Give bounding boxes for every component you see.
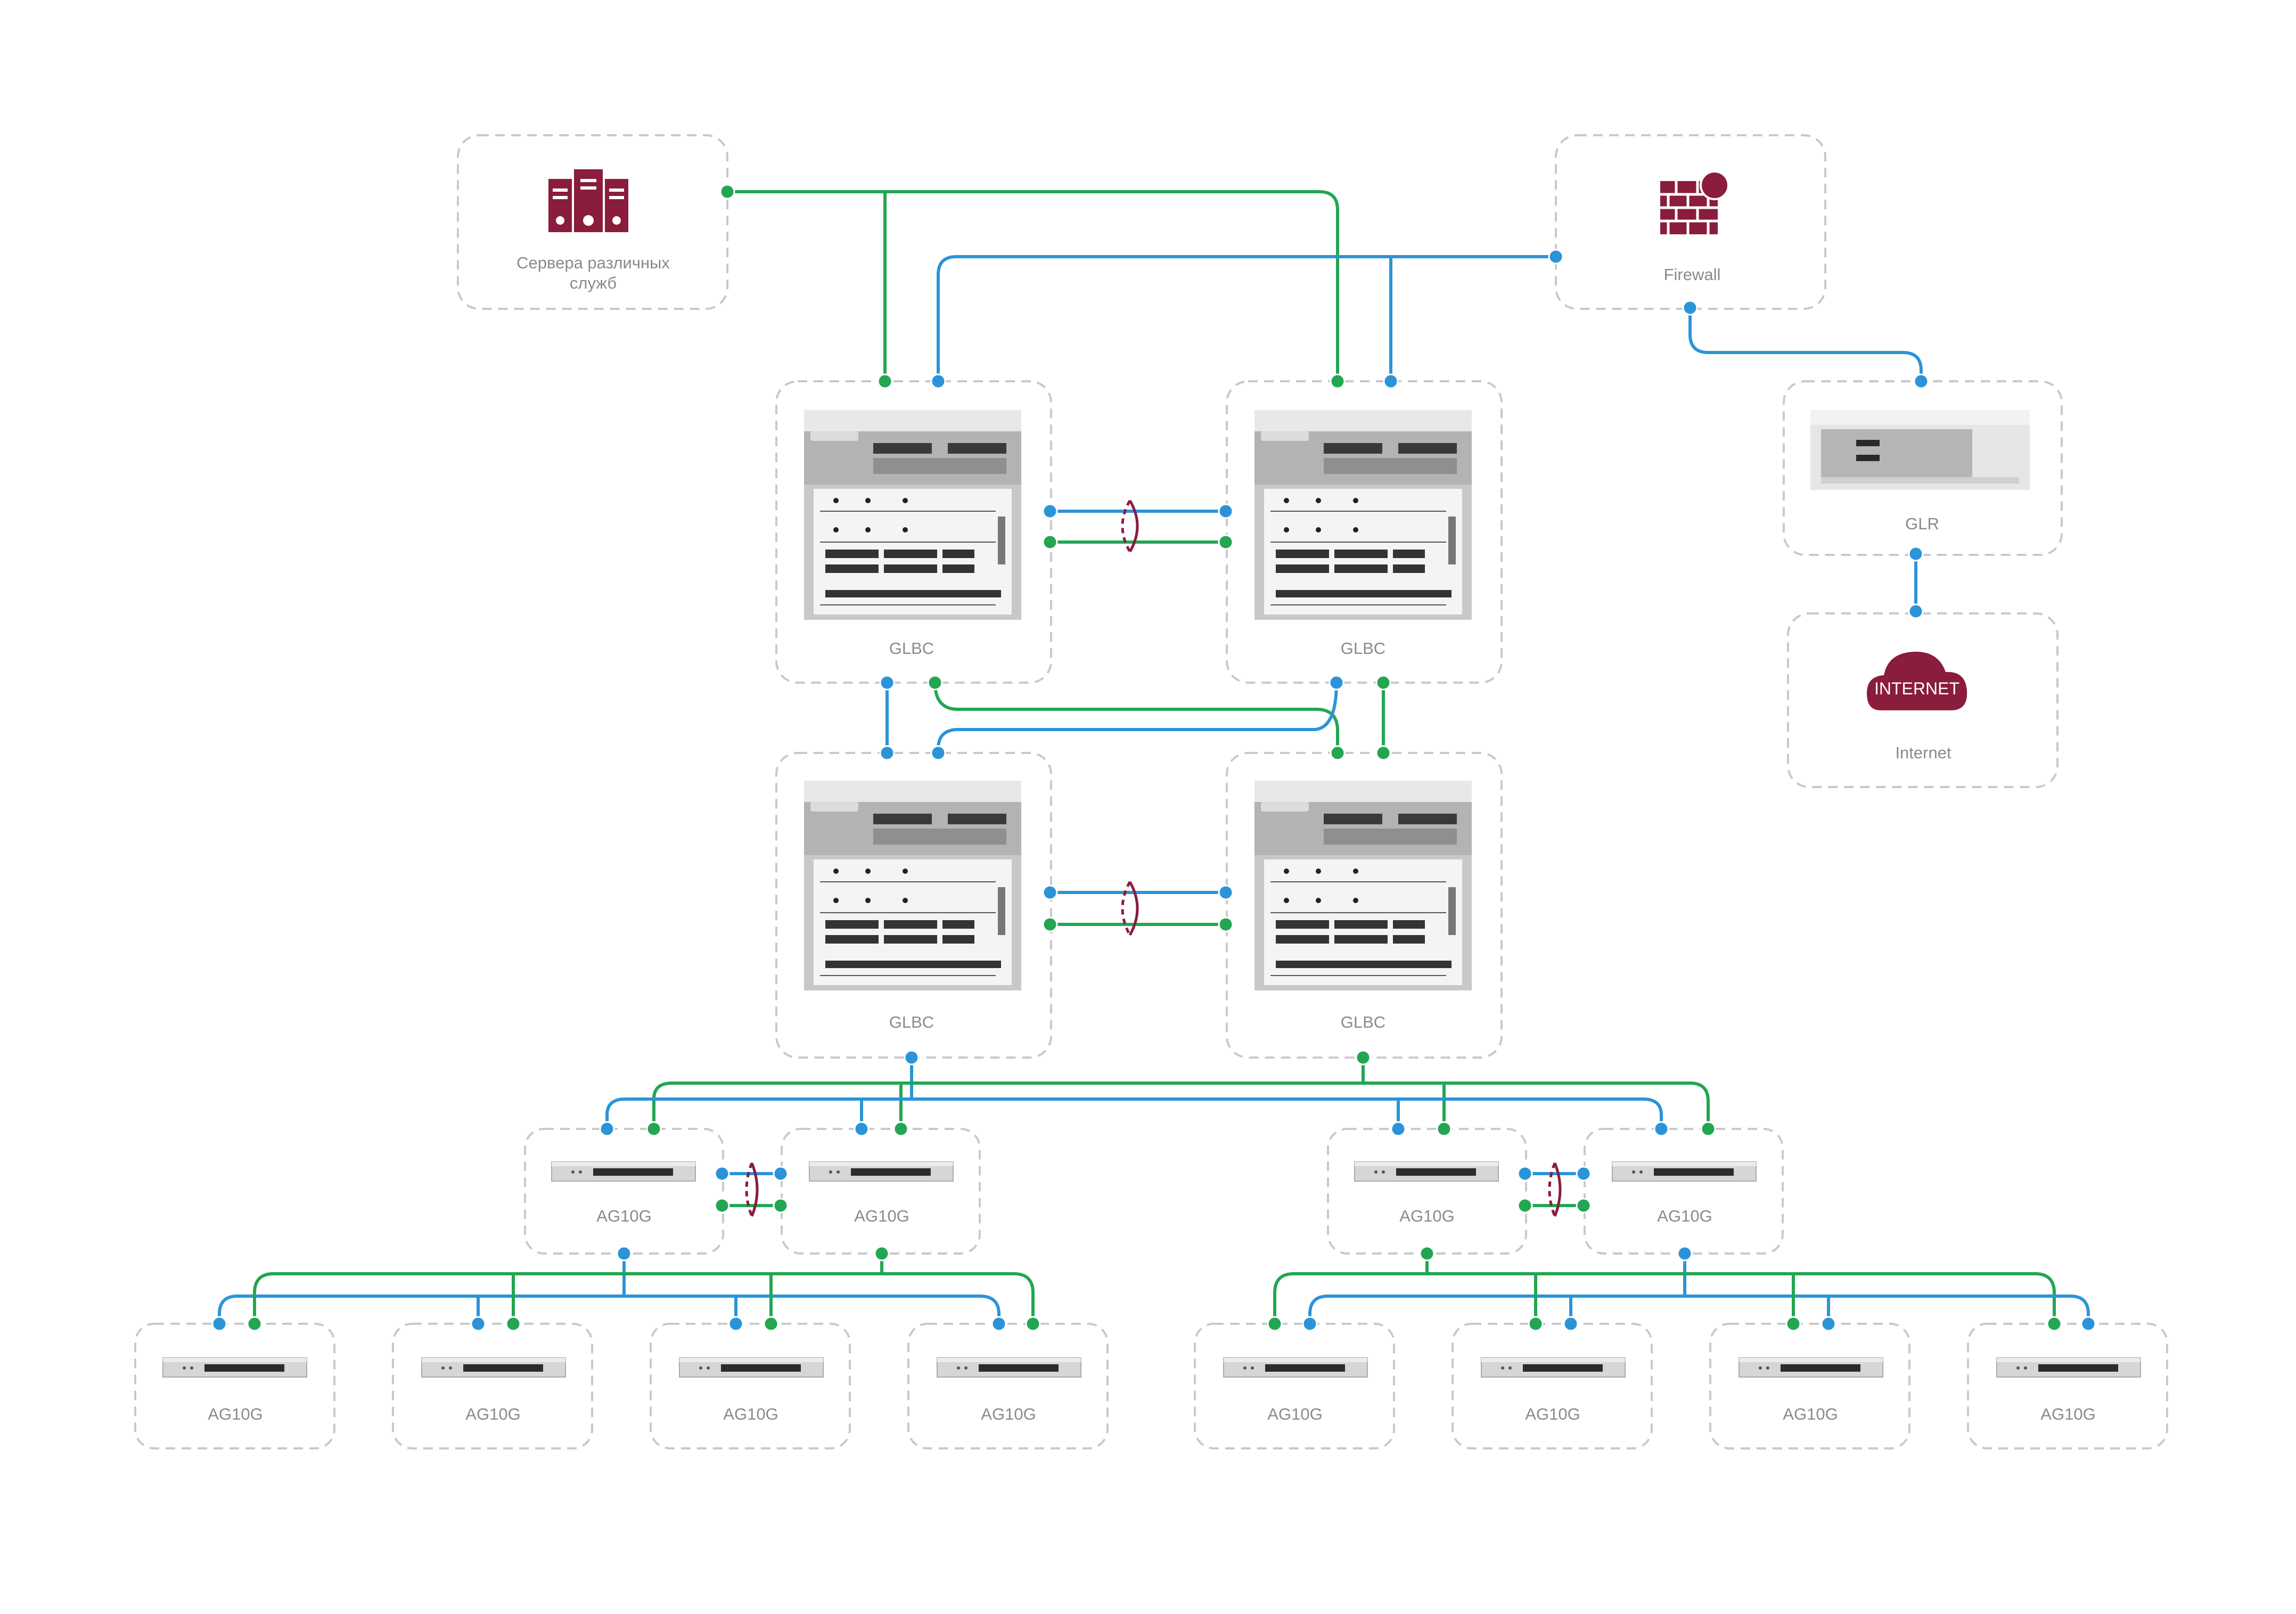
servers-node[interactable]: Сервера различных служб [457,134,728,310]
glr-node[interactable]: GLR [1783,380,2063,556]
ag10g-label: AG10G [1657,1207,1712,1225]
ag10g-label: AG10G [854,1207,909,1225]
agg-switch-1[interactable]: AG10G [524,1128,724,1255]
ag10g-label: AG10G [1399,1207,1454,1225]
internet-label: Internet [1895,743,1951,762]
firewall-node[interactable]: Firewall [1555,134,1826,310]
link-layer [218,190,2090,1324]
internet-node[interactable]: INTERNET Internet [1787,612,2059,788]
access-switch-4[interactable]: AG10G [907,1323,1109,1449]
glr-label: GLR [1905,514,1939,533]
access-switch-7[interactable]: AG10G [1709,1323,1910,1449]
internet-cloud-text: INTERNET [1874,679,1959,698]
firewall-label: Firewall [1664,265,1721,284]
access-switch-8[interactable]: AG10G [1967,1323,2168,1449]
glbc-label: GLBC [1341,639,1385,658]
glbc-label: GLBC [889,639,934,658]
servers-label-line2: служб [570,274,617,292]
core-glbc-right[interactable]: GLBC [1226,380,1503,684]
glbc-label: GLBC [889,1013,934,1031]
servers-label-line1: Сервера различных [516,253,670,272]
agg-switch-3[interactable]: AG10G [1327,1128,1527,1255]
ag10g-label: AG10G [1267,1405,1322,1423]
port-dots [211,184,2096,1332]
dist-glbc-left[interactable]: GLBC [775,752,1052,1059]
ag10g-label: AG10G [1525,1405,1580,1423]
access-switch-1[interactable]: AG10G [134,1323,335,1449]
dist-glbc-right[interactable]: GLBC [1226,752,1503,1059]
agg-switch-4[interactable]: AG10G [1584,1128,1784,1255]
core-glbc-left[interactable]: GLBC [775,380,1052,684]
ag10g-label: AG10G [2040,1405,2095,1423]
cloud-icon [1867,651,1967,710]
access-switch-6[interactable]: AG10G [1452,1323,1653,1449]
servers-icon [548,169,628,232]
ag10g-label: AG10G [723,1405,778,1423]
access-switch-2[interactable]: AG10G [392,1323,593,1449]
ag10g-label: AG10G [981,1405,1036,1423]
ag10g-label: AG10G [1783,1405,1838,1423]
ag10g-label: AG10G [596,1207,651,1225]
lag-markers [745,499,1562,1217]
access-switch-3[interactable]: AG10G [650,1323,851,1449]
glr-device-icon [1810,410,2030,490]
access-switch-5[interactable]: AG10G [1194,1323,1395,1449]
ag10g-label: AG10G [208,1405,263,1423]
agg-switch-2[interactable]: AG10G [781,1128,981,1255]
firewall-icon [1660,170,1729,234]
glbc-label: GLBC [1341,1013,1385,1031]
ag10g-label: AG10G [465,1405,520,1423]
